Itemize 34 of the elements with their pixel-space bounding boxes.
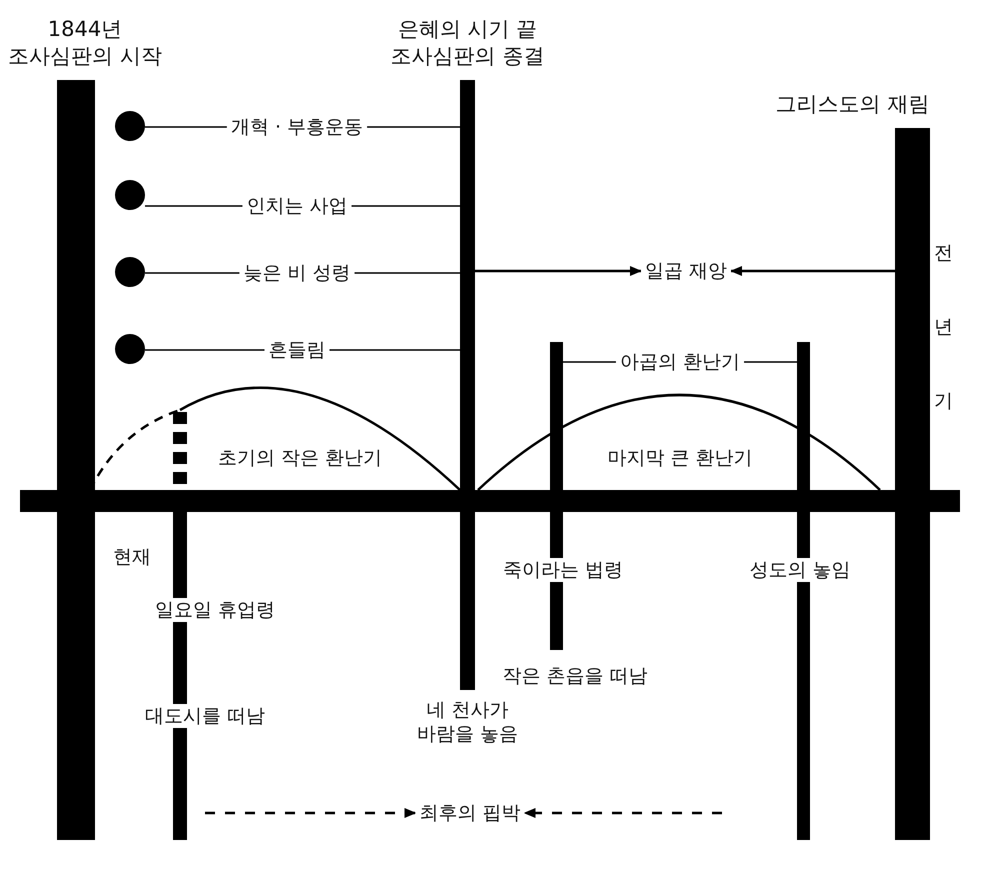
arrow bbox=[475, 266, 642, 276]
arrow bbox=[205, 808, 416, 818]
event-label: 작은 촌읍을 떠남 bbox=[501, 664, 649, 688]
connector-line bbox=[145, 126, 227, 128]
connector-line bbox=[145, 272, 240, 274]
bullet-dot bbox=[115, 257, 145, 287]
period-label: 마지막 큰 환난기 bbox=[606, 446, 754, 470]
connector-line bbox=[744, 361, 797, 363]
bar-heading: 은혜의 시기 끝 조사심판의 종결 bbox=[390, 16, 544, 70]
event-label: 성도의 놓임 bbox=[748, 558, 852, 582]
bullet-dot bbox=[115, 180, 145, 210]
connector-line bbox=[354, 272, 460, 274]
event-label: 일요일 휴업령 bbox=[154, 598, 276, 622]
connector-line bbox=[145, 349, 264, 351]
event-label: 현재 bbox=[112, 545, 152, 569]
timeline-bar bbox=[460, 80, 475, 690]
arrow bbox=[524, 808, 722, 818]
event-label: 죽이라는 법령 bbox=[502, 558, 624, 582]
period-label: 초기의 작은 환난기 bbox=[216, 446, 384, 470]
connector-line bbox=[367, 126, 460, 128]
bullet-dot bbox=[115, 111, 145, 141]
bar-heading: 그리스도의 재림 bbox=[776, 91, 930, 118]
connector-line bbox=[563, 361, 616, 363]
connector-line bbox=[145, 205, 242, 207]
timeline-bar bbox=[57, 80, 95, 840]
arrow bbox=[730, 266, 895, 276]
bar-heading: 1844년 조사심판의 시작 bbox=[8, 16, 162, 70]
connector-line bbox=[352, 205, 460, 207]
connector-line bbox=[330, 349, 460, 351]
timeline-bar bbox=[895, 128, 930, 840]
vertical-label: 전년기 bbox=[932, 230, 956, 452]
bar-caption: 네 천사가 바람을 놓음 bbox=[416, 698, 518, 746]
bullet-dot bbox=[115, 334, 145, 364]
event-label: 대도시를 떠남 bbox=[144, 704, 266, 728]
